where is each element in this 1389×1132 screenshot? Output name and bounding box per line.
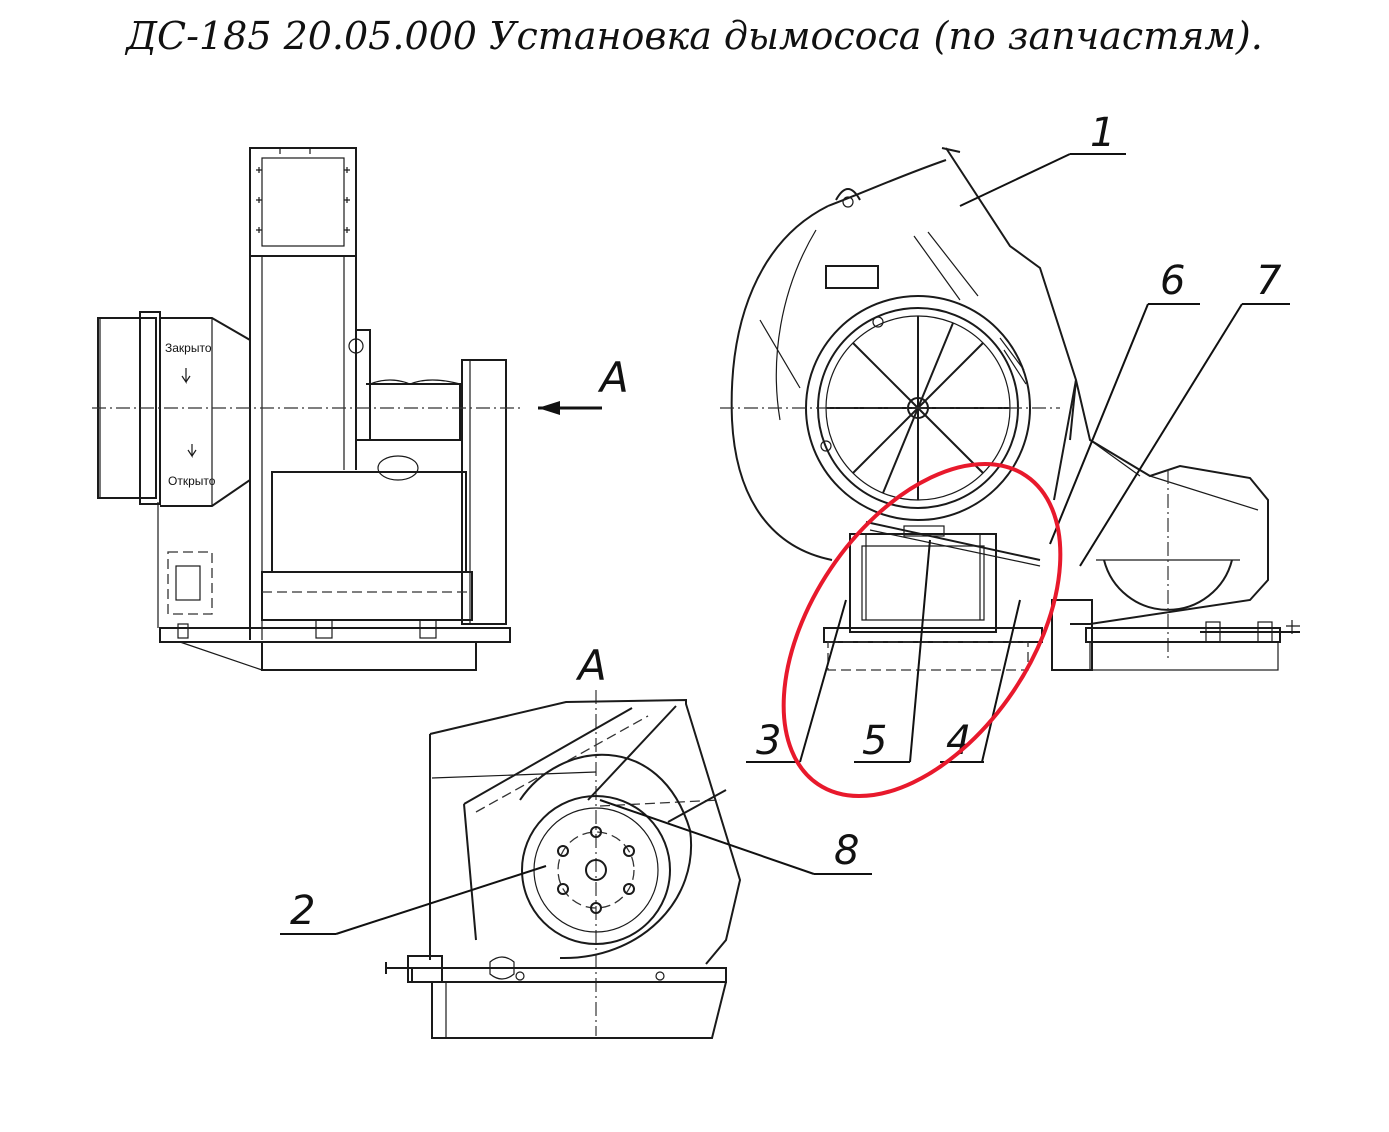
side-view: Закрыто Открыто xyxy=(92,147,629,671)
callout-4: 4 xyxy=(946,718,971,764)
callout-6: 6 xyxy=(1160,258,1185,304)
closed-label: Закрыто xyxy=(165,341,212,355)
highlight-ellipse xyxy=(781,461,1063,799)
callout-1: 1 xyxy=(1090,110,1115,156)
callout-7: 7 xyxy=(1256,258,1282,304)
drawing-title: ДС-185 20.05.000 Установка дымососа (по … xyxy=(126,14,1263,58)
view-a: A xyxy=(385,641,742,1039)
callout-2: 2 xyxy=(290,888,315,934)
open-label: Открыто xyxy=(168,474,216,488)
callouts: 1 6 7 3 5 4 8 2 xyxy=(280,110,1290,935)
callout-5: 5 xyxy=(862,718,887,764)
view-arrow-label: A xyxy=(597,353,629,402)
view-a-title: A xyxy=(575,641,607,690)
front-view xyxy=(720,147,1300,671)
callout-3: 3 xyxy=(756,718,781,764)
callout-8: 8 xyxy=(834,828,859,874)
